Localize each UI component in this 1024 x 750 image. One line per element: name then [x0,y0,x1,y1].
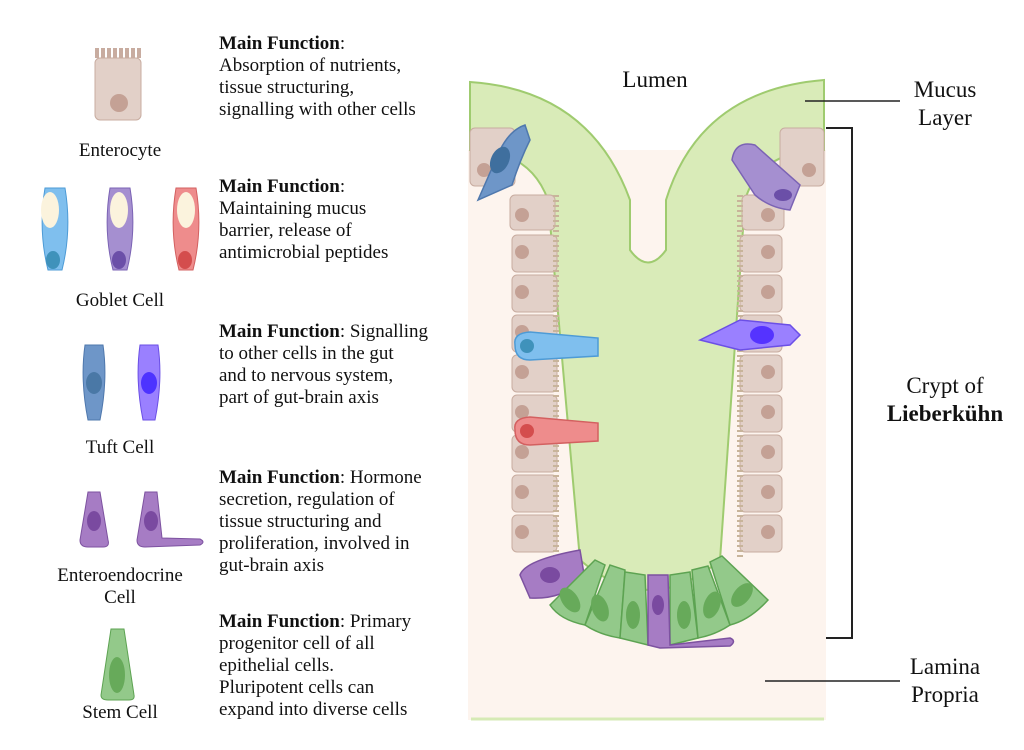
label-line: Propria [911,682,979,707]
enterocyte-description: Main Function: Absorption of nutrients, … [219,33,416,120]
stem-cell-label: Stem Cell [82,702,158,723]
enteroendocrine-cell-icons [79,491,204,548]
left-nuclei [477,163,529,539]
enterocyte-label: Enterocyte [78,140,162,161]
goblet-cell-embedded-blue [514,331,599,361]
enteroendocrine-cell-label: Enteroendocrine Cell [30,565,210,609]
label-line: Enteroendocrine [57,565,183,586]
tuft-cell-icons [82,344,161,421]
desc-line: secretion, regulation of [219,489,395,510]
crypt-label: Crypt of Lieberkühn [870,372,1020,428]
desc-line: barrier, release of [219,220,352,241]
desc-line: tissue structuring, [219,77,355,98]
desc-line: proliferation, involved in [219,533,410,554]
function-title: Main Function [219,176,340,197]
desc-line: epithelial cells. [219,655,335,676]
desc-line: signalling with other cells [219,99,416,120]
label-line: Cell [104,587,136,608]
desc-line: part of gut-brain axis [219,387,379,408]
stem-cell-icon [100,628,135,701]
stem-cell-description: Main Function: Primary progenitor cell o… [219,611,412,720]
desc-line: Hormone [345,467,422,488]
mucus-layer-label: Mucus Layer [895,76,995,132]
desc-line: Primary [345,611,412,632]
label-line: Mucus [913,77,977,102]
right-nuclei [761,163,816,539]
desc-line: antimicrobial peptides [219,242,389,263]
desc-line: Pluripotent cells can [219,677,375,698]
goblet-cell-icons [41,187,200,271]
crypt-base-cells [519,549,770,649]
function-title: Main Function [219,467,340,488]
goblet-cell-label: Goblet Cell [75,290,165,311]
desc-line: progenitor cell of all [219,633,375,654]
label-line: Layer [918,105,972,130]
label-line: Lieberkühn [886,401,1004,426]
desc-line: to other cells in the gut [219,343,394,364]
function-title: Main Function [219,611,340,632]
goblet-cell-description: Main Function: Maintaining mucus barrier… [219,176,389,263]
tuft-cell-embedded-violet [697,319,802,351]
goblet-cell-embedded-purple [731,143,801,211]
lumen-label: Lumen [622,67,688,92]
label-line: Crypt of [906,373,984,398]
desc-line: Absorption of nutrients, [219,55,402,76]
function-title: Main Function [219,33,340,54]
tuft-cell-description: Main Function: Signalling to other cells… [219,321,429,408]
desc-line: expand into diverse cells [219,699,408,720]
desc-line: Maintaining mucus [219,198,367,219]
crypt-bracket [826,127,853,639]
lamina-propria-label: Lamina Propria [895,653,995,709]
desc-line: Signalling [345,321,429,342]
tuft-cell-label: Tuft Cell [85,437,155,458]
label-line: Lamina [909,654,981,679]
tuft-cell-embedded [476,124,531,202]
goblet-cell-embedded-red [514,416,599,446]
desc-line: gut-brain axis [219,555,325,576]
enteroendocrine-cell-description: Main Function: Hormone secretion, regula… [219,467,422,576]
desc-line: and to nervous system, [219,365,394,386]
function-title: Main Function [219,321,340,342]
enterocyte-icon [94,48,142,121]
desc-line: tissue structuring and [219,511,382,532]
